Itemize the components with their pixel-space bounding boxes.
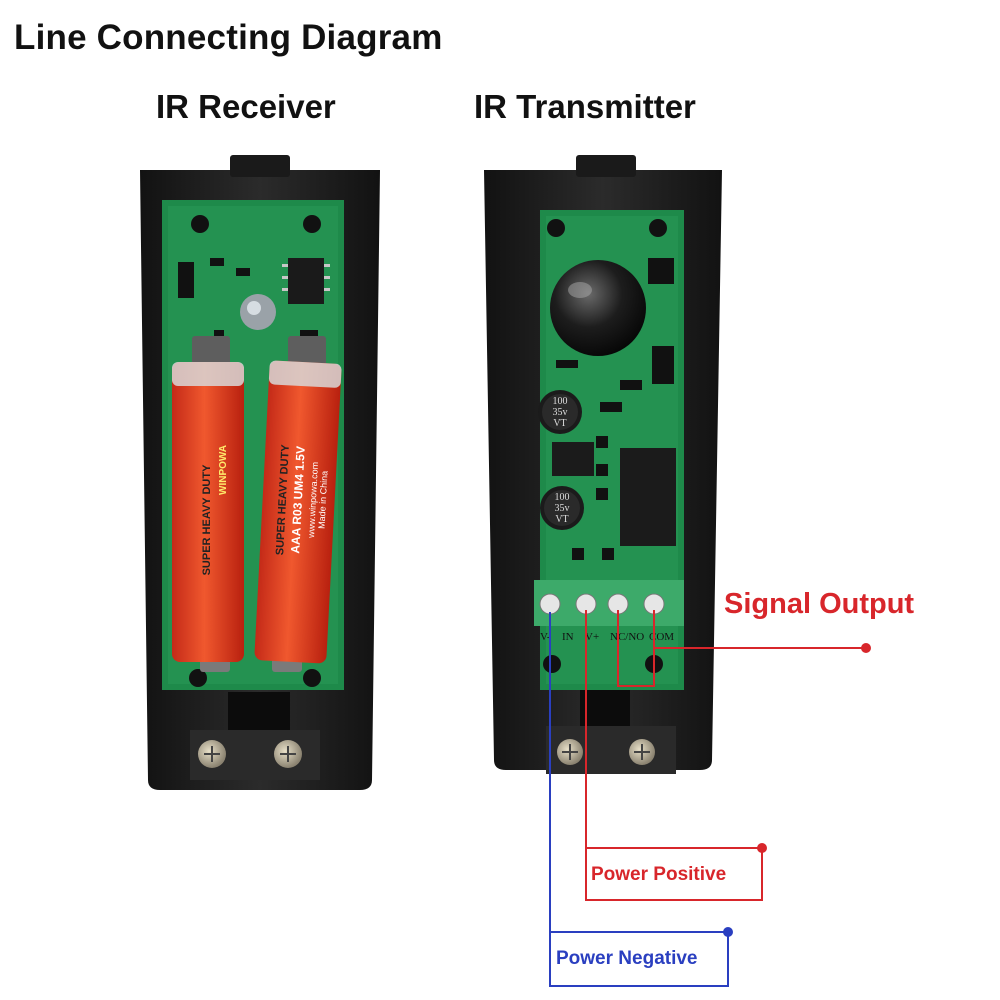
mount-hole	[189, 669, 207, 687]
power-negative-label: Power Negative	[556, 948, 698, 969]
power-positive-wire	[585, 610, 763, 901]
mount-hole	[191, 215, 209, 233]
ir-emitter-dome	[550, 260, 646, 356]
battery-right: SUPER HEAVY DUTY AAA R03 UM4 1.5V www.wi…	[254, 360, 342, 664]
capacitor-2: 100 35v VT	[540, 486, 584, 530]
signal-output-label: Signal Output	[724, 588, 915, 620]
mount-hole	[543, 655, 561, 673]
jumper	[652, 346, 674, 384]
mount-hole	[303, 669, 321, 687]
transmitter-heading: IR Transmitter	[474, 88, 696, 125]
svg-text:100: 100	[555, 492, 570, 503]
battery-right-line2: AAA R03 UM4 1.5V	[288, 446, 308, 554]
terminal-label-in: IN	[562, 631, 574, 643]
battery-right-line4: Made in China	[316, 471, 329, 529]
signal-output-terminal-dot	[861, 643, 871, 653]
terminal-label-vplus: V+	[585, 631, 599, 643]
svg-text:100: 100	[553, 396, 568, 407]
ir-receiver-unit: SUPER HEAVY DUTY WINPOWA SUPER HEAVY DUT…	[140, 155, 380, 790]
terminal-label-vminus: V-	[540, 631, 551, 643]
terminal-label-com: COM	[649, 631, 674, 643]
receiver-heading: IR Receiver	[156, 88, 336, 125]
battery-right-line1: SUPER HEAVY DUTY	[274, 444, 292, 556]
battery-left: SUPER HEAVY DUTY WINPOWA	[172, 362, 244, 662]
jumper	[178, 262, 194, 298]
svg-text:VT: VT	[555, 514, 568, 525]
mount-hole	[303, 215, 321, 233]
svg-text:VT: VT	[553, 418, 566, 429]
power-positive-terminal-dot	[757, 843, 767, 853]
power-positive-label: Power Positive	[591, 864, 727, 885]
battery-left-label: SUPER HEAVY DUTY	[201, 464, 213, 576]
battery-right-line3: www.winpowa.com	[306, 462, 320, 539]
svg-text:35v: 35v	[555, 503, 570, 514]
ic-chip	[288, 258, 324, 304]
mount-hole	[649, 219, 667, 237]
power-negative-terminal-dot	[723, 927, 733, 937]
relay	[620, 448, 676, 546]
mount-hole	[547, 219, 565, 237]
power-negative-wire	[549, 612, 729, 987]
diagram-title: Line Connecting Diagram	[14, 18, 443, 57]
terminal-label-ncno: NC/NO	[610, 631, 644, 643]
regulator	[552, 442, 594, 476]
svg-text:35v: 35v	[553, 407, 568, 418]
capacitor-1: 100 35v VT	[538, 390, 582, 434]
ir-transmitter-unit: 100 35v VT 100 35v VT V- IN V+ N	[484, 155, 722, 774]
signal-output-wire	[617, 610, 866, 687]
battery-left-brand: WINPOWA	[218, 445, 229, 495]
